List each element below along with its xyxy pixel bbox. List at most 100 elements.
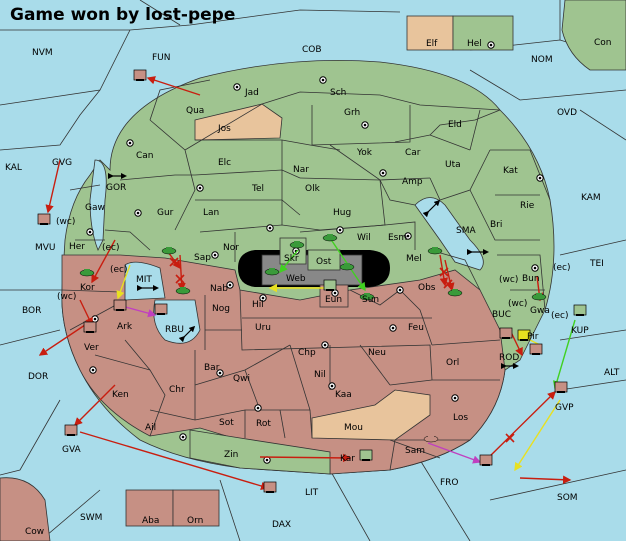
label-tel: Tel (251, 184, 264, 194)
fleet-icon (499, 327, 513, 339)
coast-tags: (wc) (ec) (wc) (ec) (wc) (wc) (ec) (ec) (56, 217, 571, 321)
fleet-icon (83, 321, 97, 333)
sea-label-orn: Orn (187, 516, 203, 526)
gor-inlet (89, 159, 107, 251)
label-elc: Elc (218, 158, 231, 168)
label-qwi: Qwi (233, 374, 250, 384)
label-skr: Skr (284, 254, 299, 264)
label-mou: Mou (344, 423, 363, 433)
label-bri: Bri (490, 220, 502, 230)
coast-tag: (wc) (499, 275, 518, 285)
sea-label-gvg: GVG (52, 158, 72, 168)
fleet-icon (359, 449, 373, 461)
coast-tag: (ec) (553, 263, 571, 273)
coast-tag: (ec) (551, 311, 569, 321)
label-orl: Orl (446, 358, 459, 368)
sea-label-cob: COB (302, 45, 322, 55)
label-sam: Sam (405, 446, 425, 456)
sea-label-gva: GVA (62, 445, 82, 455)
fleet-icon (113, 299, 127, 311)
label-car: Car (405, 148, 421, 158)
label-kor: Kor (80, 283, 95, 293)
province-zin (189, 429, 331, 475)
sea-label-bor: BOR (22, 306, 41, 316)
sea-label-con: Con (594, 38, 612, 48)
sea-label-rbu: RBU (165, 325, 184, 335)
sea-label-ovd: OVD (557, 108, 577, 118)
army-icon (339, 263, 355, 271)
label-obs: Obs (418, 283, 436, 293)
label-nor: Nor (223, 243, 239, 253)
label-nog: Nog (212, 304, 230, 314)
label-mel: Mel (406, 254, 422, 264)
sea-label-tei: TEI (589, 259, 604, 269)
label-qua: Qua (186, 106, 204, 116)
label-her: Her (69, 242, 85, 252)
sea-label-buc: BUC (492, 310, 511, 320)
sea-label-dax: DAX (272, 520, 291, 530)
label-can: Can (136, 151, 154, 161)
label-ail: Ail (145, 423, 156, 433)
units (37, 69, 587, 493)
label-sun: Sun (362, 295, 379, 305)
failed-order-marks (169, 257, 515, 443)
sea-label-mvu: MVU (35, 243, 56, 253)
label-rie: Rie (520, 201, 535, 211)
label-zin: Zin (224, 450, 238, 460)
label-rot: Rot (256, 419, 271, 429)
label-gur: Gur (157, 208, 174, 218)
army-icon (175, 287, 191, 295)
army-icon (427, 247, 443, 255)
legend-elf-label: Elf (426, 39, 438, 49)
label-kat: Kat (503, 166, 518, 176)
label-hil: Hil (252, 300, 264, 310)
legend-hel (452, 15, 514, 51)
game-title: Game won by lost-pepe (10, 5, 235, 25)
sea-label-kam: KAM (581, 193, 601, 203)
fleet-icon (554, 381, 568, 393)
coast-tag: (wc) (508, 299, 527, 309)
province-labels: Jad Sch Qua Grh Can Eld Elc Nar Yok Car … (69, 88, 550, 464)
fleet-icon (573, 304, 587, 316)
label-gwa: Gwa (530, 306, 550, 316)
army-icon (289, 241, 305, 249)
fleet-icon (263, 481, 277, 493)
army-icon (161, 247, 177, 255)
label-jos: Jos (217, 124, 231, 134)
sea-label-gvp: GVP (555, 403, 574, 413)
label-los: Los (453, 413, 468, 423)
label-kar: Kar (340, 454, 355, 464)
army-icon (423, 435, 439, 443)
island-aba (125, 489, 174, 527)
province-ost (307, 249, 341, 271)
label-olk: Olk (305, 184, 321, 194)
label-pir: Pir (527, 332, 539, 342)
fleet-icon (529, 343, 543, 355)
label-nab: Nab (210, 284, 228, 294)
sea-label-cow: Cow (25, 527, 44, 537)
coast-tag: (wc) (57, 292, 76, 302)
sea-labels: NVM FUN COB Con NOM OVD KAL GVG GOR MVU … (5, 38, 620, 537)
label-sch: Sch (330, 88, 346, 98)
label-hug: Hug (333, 208, 351, 218)
army-icon (447, 289, 463, 297)
sea-label-alt: ALT (604, 368, 620, 378)
sea-label-swm: SWM (80, 513, 102, 523)
label-eun: Eun (325, 295, 342, 305)
sea-label-fun: FUN (152, 53, 171, 63)
label-esm: Esm (388, 233, 407, 243)
label-chp: Chp (298, 348, 316, 358)
label-yok: Yok (356, 148, 373, 158)
sea-label-nom: NOM (531, 55, 553, 65)
label-bar: Bar (204, 363, 220, 373)
label-web: Web (286, 274, 306, 284)
island-con (561, 0, 626, 71)
label-lan: Lan (203, 208, 219, 218)
sea-label-kup: KUP (571, 326, 589, 336)
sea-label-dor: DOR (28, 372, 48, 382)
label-bun: Bun (522, 274, 540, 284)
label-nar: Nar (293, 165, 309, 175)
fleet-icon (517, 329, 531, 341)
label-nil: Nil (314, 370, 326, 380)
